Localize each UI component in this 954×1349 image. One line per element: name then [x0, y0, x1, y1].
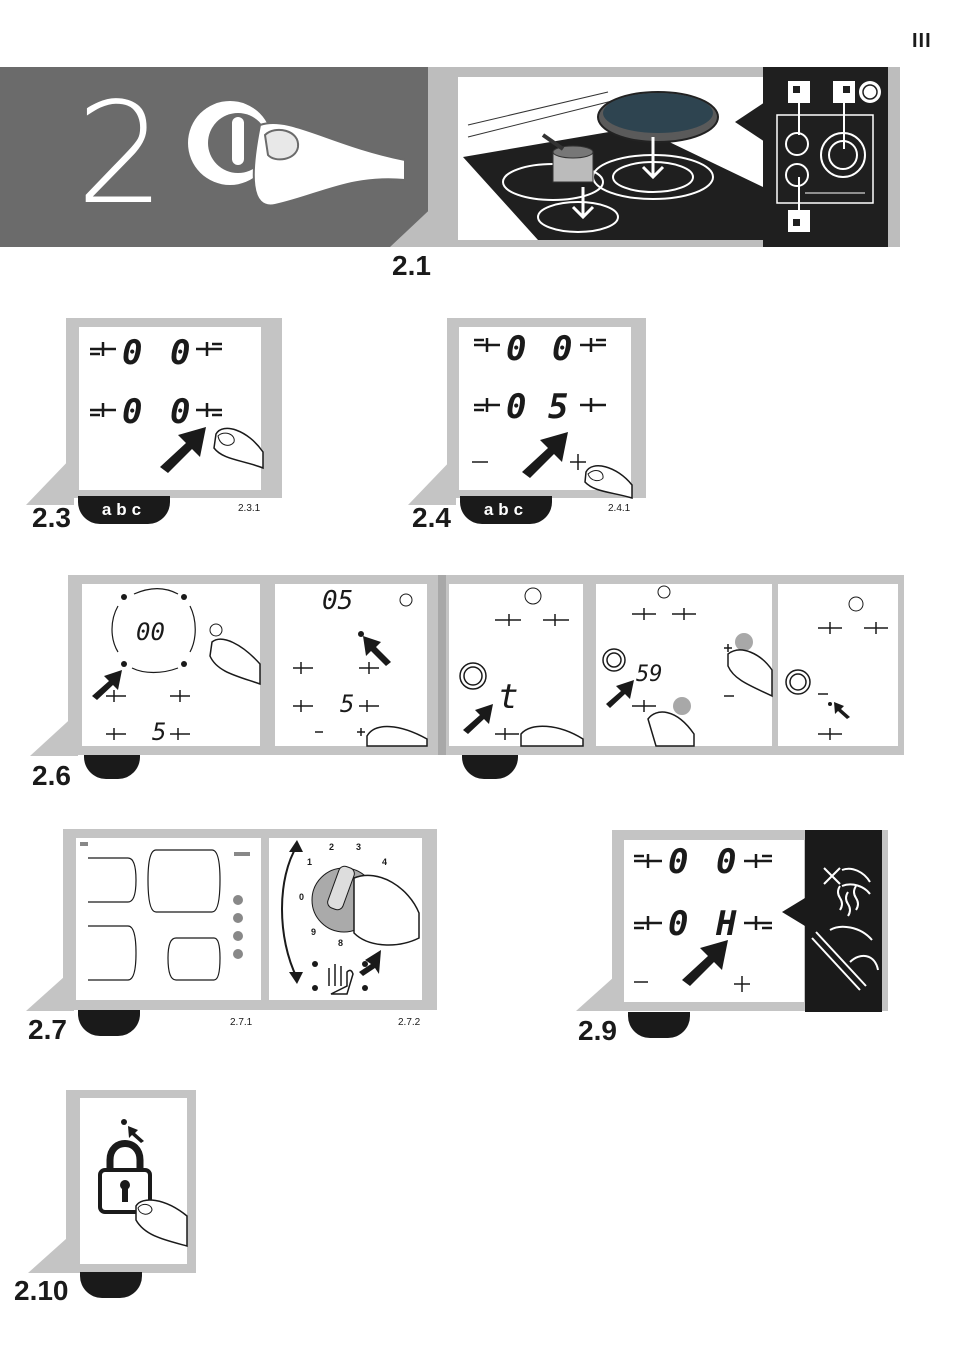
finger-icon: [208, 420, 268, 470]
tab-2-10: [80, 1272, 142, 1298]
section-label-2-7: 2.7: [28, 1014, 67, 1046]
finger-icon: [582, 460, 634, 500]
dial-mark-1: 1: [307, 857, 312, 867]
tab-2-7: [78, 1010, 140, 1036]
padlock-icon: [80, 1098, 187, 1264]
dial-mark-9: 9: [311, 927, 316, 937]
arrow-icon: [158, 425, 208, 475]
sub-label-2-3-1: 2.3.1: [238, 503, 260, 514]
knob-icon: [269, 838, 422, 1000]
zone-indicator-icons: [88, 338, 228, 428]
arrow-icon: [680, 938, 730, 988]
frame-fold-shadow: [438, 575, 446, 755]
timer-set-icon: [275, 584, 427, 746]
arrow-icon: [520, 430, 570, 480]
section-label-2-9: 2.9: [578, 1015, 617, 1047]
language-tab-2-4: abc: [460, 496, 552, 524]
language-tab-2-3: abc: [78, 496, 170, 524]
tab-2-6-right: [462, 755, 518, 779]
tab-2-9: [628, 1012, 690, 1038]
dial-mark-0: 0: [299, 892, 304, 902]
timer-lock-icon: [449, 584, 583, 746]
residual-heat-hand-icon: [780, 830, 882, 1012]
sub-label-2-4-1: 2.4.1: [608, 503, 630, 514]
hob-top-view-icon: [76, 838, 261, 1000]
tab-2-6-left: [84, 755, 140, 779]
sub-label-2-7-1: 2.7.1: [230, 1017, 252, 1028]
dial-mark-2: 2: [329, 842, 334, 852]
power-button-finger-icon: [180, 85, 420, 225]
dial-mark-4: 4: [382, 857, 387, 867]
timer-off-icon: [778, 584, 898, 746]
section-label-2-6: 2.6: [32, 760, 71, 792]
chapter-number: 2: [76, 85, 165, 225]
timer-adjust-icon: [596, 584, 772, 746]
page-roman-numeral: III: [912, 30, 932, 53]
section-label-2-4: 2.4: [412, 502, 451, 534]
timer-cycle-icon: [82, 584, 260, 746]
section-label-2-10: 2.10: [14, 1275, 69, 1307]
dial-mark-8: 8: [338, 938, 343, 948]
control-panel-closeup-icon: [735, 67, 890, 247]
dial-mark-3: 3: [356, 842, 361, 852]
section-label-2-3: 2.3: [32, 502, 71, 534]
sub-label-2-7-2: 2.7.2: [398, 1017, 420, 1028]
section-label-2-1: 2.1: [392, 250, 431, 282]
hob-with-pans-icon: [458, 77, 763, 240]
